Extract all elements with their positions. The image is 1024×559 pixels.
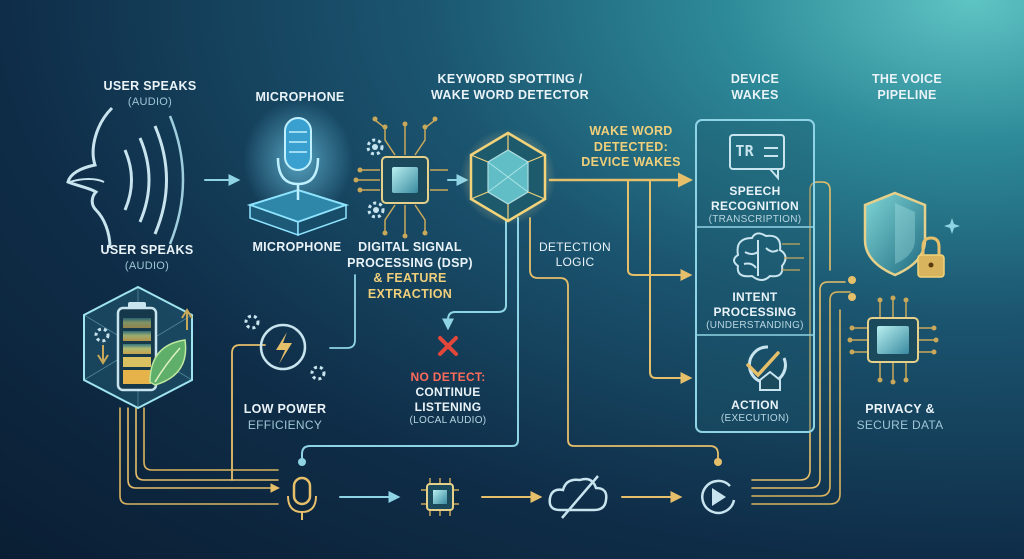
panel-speech-line2: RECOGNITION bbox=[711, 199, 799, 213]
label-dsp-line3: & FEATURE bbox=[373, 271, 447, 286]
label-user-speaks: USER SPEAKS (AUDIO) bbox=[92, 240, 202, 274]
header-device-wakes: DEVICE WAKES bbox=[710, 72, 800, 103]
header-user-speaks: USER SPEAKS (AUDIO) bbox=[95, 76, 205, 110]
header-voice-pipeline: THE VOICE PIPELINE bbox=[852, 72, 962, 103]
cloud-off-icon bbox=[548, 475, 608, 519]
label-microphone: MICROPHONE bbox=[252, 240, 342, 254]
user-speaking-icon bbox=[66, 106, 185, 249]
panel-action: ACTION (EXECUTION) bbox=[696, 398, 814, 426]
header-device-wakes-line1: DEVICE bbox=[730, 72, 780, 86]
label-dsp-line2: PROCESSING (DSP) bbox=[347, 255, 473, 270]
header-kws-line2: WAKE WORD DETECTOR bbox=[431, 87, 589, 102]
label-dsp: DIGITAL SIGNAL PROCESSING (DSP) & FEATUR… bbox=[340, 240, 480, 303]
label-low-power-line1: LOW POWER bbox=[243, 402, 327, 416]
wake-word-detector-icon bbox=[460, 129, 556, 225]
label-detection-logic: DETECTION LOGIC bbox=[525, 240, 625, 270]
panel-intent-line1: INTENT bbox=[732, 290, 778, 304]
label-wake-detected-line2: DETECTED: bbox=[593, 139, 669, 154]
header-device-wakes-line2: WAKES bbox=[731, 87, 779, 102]
panel-intent-line2: PROCESSING bbox=[713, 305, 797, 319]
label-privacy-line2: SECURE DATA bbox=[856, 417, 944, 432]
header-kws-line1: KEYWORD SPOTTING / bbox=[437, 72, 583, 86]
header-user-speaks-title: USER SPEAKS bbox=[103, 79, 197, 93]
label-no-detect-line3: LISTENING bbox=[414, 400, 482, 414]
label-dsp-line4: EXTRACTION bbox=[367, 286, 453, 301]
label-user-speaks-title: USER SPEAKS bbox=[100, 243, 194, 257]
bottom-chip-icon bbox=[421, 478, 459, 516]
label-privacy: PRIVACY & SECURE DATA bbox=[845, 402, 955, 433]
panel-intent-processing: INTENT PROCESSING (UNDERSTANDING) bbox=[696, 290, 814, 333]
label-detection-logic-line1: DETECTION bbox=[538, 240, 612, 254]
label-dsp-line1: DIGITAL SIGNAL bbox=[358, 240, 462, 254]
no-detect-x-icon bbox=[438, 336, 458, 356]
header-microphone: MICROPHONE bbox=[255, 90, 345, 104]
speech-icon-tr: TR bbox=[735, 142, 754, 160]
panel-action-title: ACTION bbox=[731, 398, 779, 412]
label-no-detect-sub: (LOCAL AUDIO) bbox=[409, 415, 487, 426]
header-kws: KEYWORD SPOTTING / WAKE WORD DETECTOR bbox=[410, 72, 610, 103]
panel-speech-recognition: SPEECH RECOGNITION (TRANSCRIPTION) bbox=[696, 184, 814, 227]
label-privacy-line1: PRIVACY & bbox=[865, 402, 935, 416]
label-low-power-line2: EFFICIENCY bbox=[247, 417, 323, 432]
header-user-speaks-sub: (AUDIO) bbox=[127, 96, 173, 108]
label-wake-detected-line3: DEVICE WAKES bbox=[581, 155, 681, 170]
dsp-chip-icon bbox=[353, 116, 448, 239]
panel-speech-line1: SPEECH bbox=[729, 184, 781, 198]
microphone-icon bbox=[243, 100, 353, 237]
label-no-detect-line2: CONTINUE bbox=[415, 385, 481, 399]
privacy-chip-icon bbox=[847, 295, 939, 385]
panel-speech-sub: (TRANSCRIPTION) bbox=[708, 214, 802, 225]
connector-lines bbox=[119, 172, 856, 505]
label-wake-detected-line1: WAKE WORD bbox=[589, 124, 673, 138]
bottom-mic-icon bbox=[287, 476, 317, 520]
label-no-detect-title: NO DETECT: bbox=[410, 370, 486, 384]
security-shield-icon bbox=[863, 191, 960, 278]
low-power-icon bbox=[244, 314, 326, 381]
speech-icon-text: TR bbox=[696, 142, 754, 162]
device-pipeline-panel bbox=[695, 119, 815, 433]
label-wake-detected: WAKE WORD DETECTED: DEVICE WAKES bbox=[572, 124, 690, 171]
label-low-power: LOW POWER EFFICIENCY bbox=[230, 402, 340, 433]
battery-leaf-icon bbox=[83, 285, 193, 410]
play-action-icon bbox=[701, 479, 736, 515]
label-detection-logic-line2: LOGIC bbox=[555, 255, 595, 269]
brain-icon bbox=[733, 232, 787, 281]
label-user-speaks-sub: (AUDIO) bbox=[124, 260, 170, 272]
header-pipeline-line1: THE VOICE bbox=[871, 72, 943, 86]
action-check-icon bbox=[746, 345, 787, 391]
label-no-detect: NO DETECT: CONTINUE LISTENING (LOCAL AUD… bbox=[388, 370, 508, 428]
panel-intent-sub: (UNDERSTANDING) bbox=[706, 320, 804, 331]
panel-action-sub: (EXECUTION) bbox=[720, 413, 790, 424]
header-pipeline-line2: PIPELINE bbox=[877, 87, 937, 102]
